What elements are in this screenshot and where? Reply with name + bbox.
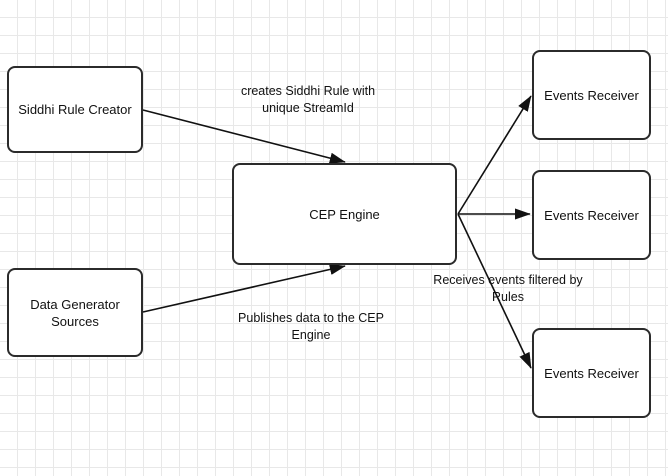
node-label-events-receiver-1: Events Receiver bbox=[544, 87, 639, 103]
node-siddhi-rule-creator[interactable]: Siddhi Rule Creator bbox=[7, 66, 143, 153]
node-label-data-generator-sources: Data Generator Sources bbox=[30, 296, 120, 329]
node-label-events-receiver-2: Events Receiver bbox=[544, 207, 639, 223]
edge-cep-to-receiver-1 bbox=[457, 95, 532, 215]
edge-generator-to-cep bbox=[142, 263, 346, 313]
edge-label-publishes-data: Publishes data to the CEP Engine bbox=[238, 311, 384, 342]
edge-label-creates-rule: creates Siddhi Rule with unique StreamId bbox=[240, 84, 376, 115]
edge-label-receives-events: Receives events filtered by Rules bbox=[433, 273, 583, 304]
node-label-cep-engine: CEP Engine bbox=[309, 206, 380, 222]
edge-rule-creator-to-cep bbox=[142, 109, 346, 164]
node-events-receiver-1[interactable]: Events Receiver bbox=[532, 50, 651, 140]
edge-cep-to-receiver-3 bbox=[457, 213, 532, 369]
node-label-siddhi-rule-creator: Siddhi Rule Creator bbox=[18, 102, 132, 117]
node-data-generator-sources[interactable]: Data Generator Sources bbox=[7, 268, 143, 357]
node-label-events-receiver-3: Events Receiver bbox=[544, 365, 639, 381]
node-cep-engine[interactable]: CEP Engine bbox=[232, 163, 457, 265]
node-events-receiver-2[interactable]: Events Receiver bbox=[532, 170, 651, 260]
node-events-receiver-3[interactable]: Events Receiver bbox=[532, 328, 651, 418]
